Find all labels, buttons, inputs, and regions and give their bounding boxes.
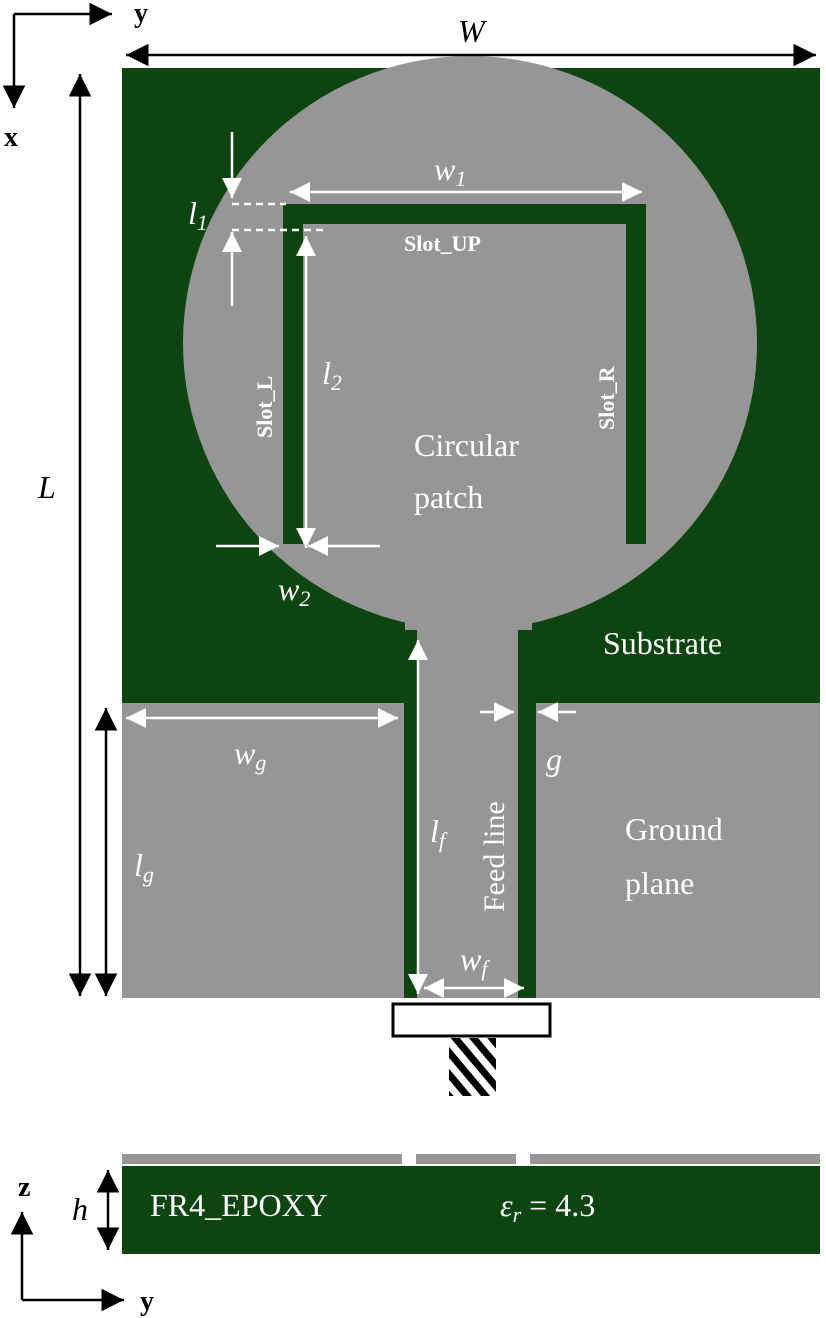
slot-r-label: Slot_R <box>594 365 619 430</box>
dim-L-label: L <box>37 469 56 505</box>
slot-l-label: Slot_L <box>252 376 277 438</box>
feed-line <box>417 610 518 998</box>
substrate-label: Substrate <box>603 625 722 661</box>
dim-wf-label: wf <box>460 941 490 981</box>
connector-pin <box>449 1038 496 1096</box>
side-view-substrate <box>122 1166 820 1254</box>
dim-l2-label: l2 <box>322 355 342 395</box>
top-axis: y x <box>2 0 148 153</box>
slot-up <box>283 204 646 224</box>
dim-lf-label: lf <box>430 813 448 853</box>
slot-right <box>626 204 646 544</box>
permittivity-label: εr = 4.3 <box>500 1187 595 1227</box>
axis-z-label: z <box>18 1172 30 1203</box>
axis-x-label: x <box>4 122 18 153</box>
dim-w1-label: w1 <box>434 151 466 191</box>
dim-h-label: h <box>72 1191 88 1227</box>
dim-w2-label: w2 <box>278 571 310 611</box>
patch-label-line2: patch <box>414 479 483 515</box>
dim-g-label: g <box>546 741 562 777</box>
side-view-feed <box>416 1154 516 1164</box>
slot-up-label: Slot_UP <box>404 231 481 256</box>
white-dimension-arrows <box>126 132 642 998</box>
dim-W-label: W <box>458 13 488 49</box>
ground-label-line1: Ground <box>625 811 723 847</box>
circular-patch <box>183 56 757 630</box>
slot-left <box>283 204 303 544</box>
dim-lg-label: lg <box>134 847 154 887</box>
axis-y-label: y <box>134 0 148 29</box>
material-label: FR4_EPOXY <box>150 1187 328 1223</box>
ground-label-line2: plane <box>625 865 694 901</box>
patch-label-line1: Circular <box>414 427 519 463</box>
ground-plane-right <box>536 703 820 998</box>
dim-l1-label: l1 <box>188 195 208 235</box>
connector-flange <box>391 1002 552 1038</box>
side-view-ground-left <box>122 1154 402 1164</box>
feed-line-label: Feed line <box>478 801 511 912</box>
dim-wg-label: wg <box>234 735 266 775</box>
ground-plane-left <box>122 703 404 998</box>
side-view-ground-right <box>530 1154 820 1164</box>
bottom-axis: z y <box>10 1172 154 1317</box>
axis-y-bottom-label: y <box>140 1286 154 1317</box>
